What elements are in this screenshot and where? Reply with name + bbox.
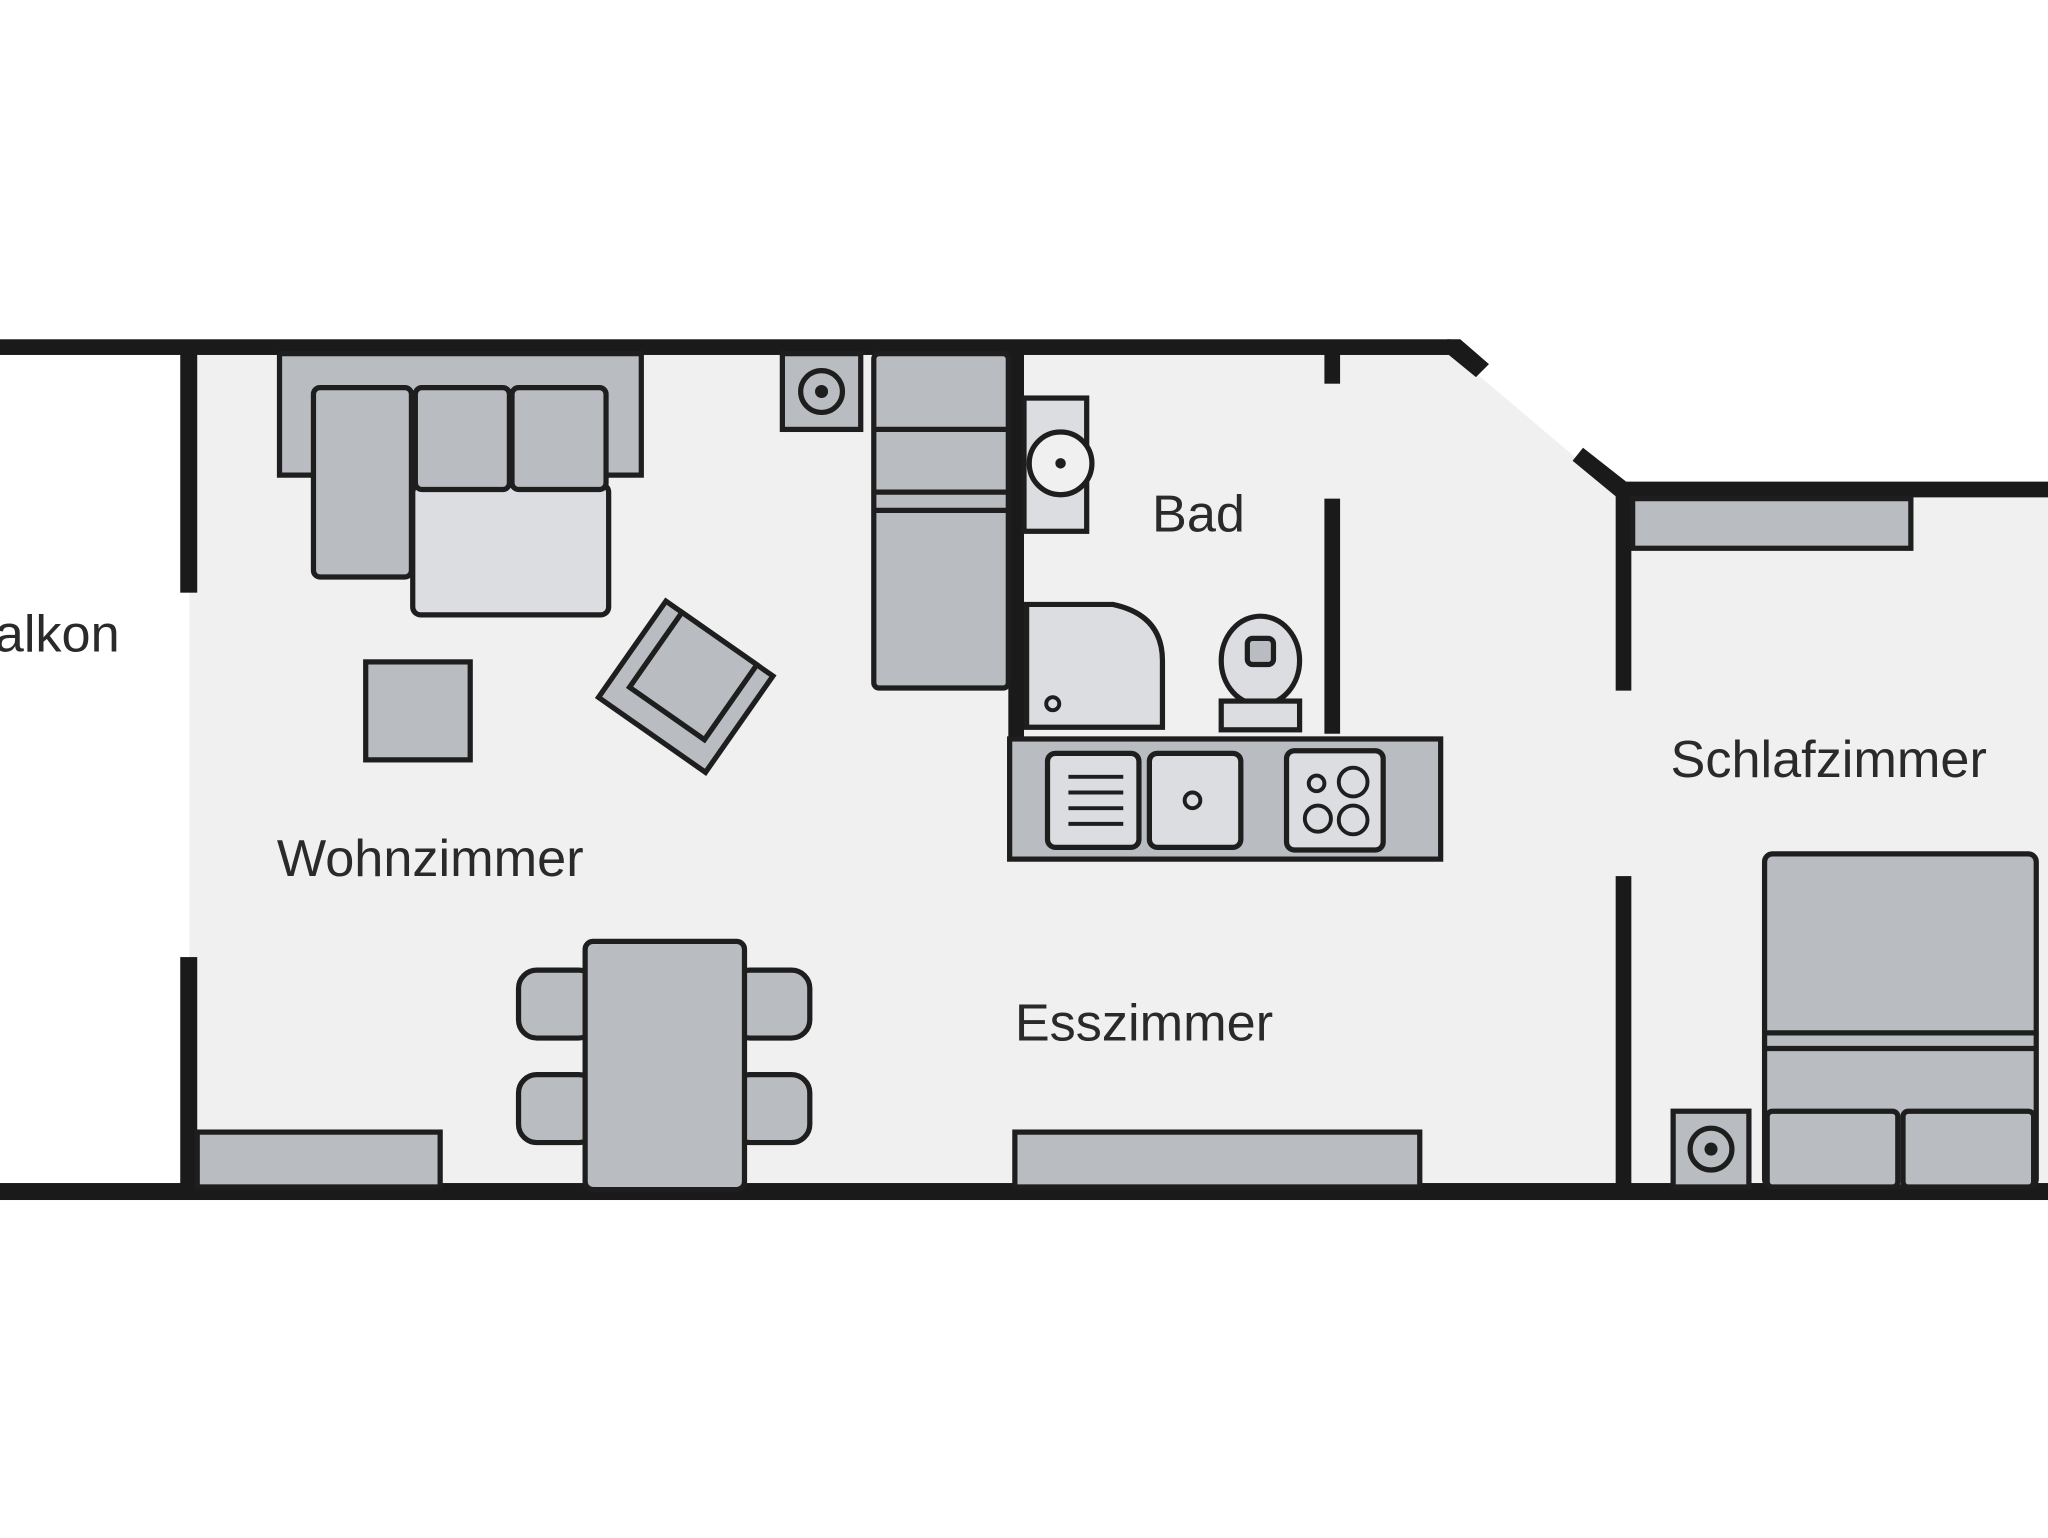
nightstand-speaker bbox=[1670, 1108, 1752, 1190]
room-label-esszimmer: Esszimmer bbox=[1015, 995, 1273, 1053]
dining-table bbox=[515, 938, 813, 1193]
room-label-schlafzimmer: Schlafzimmer bbox=[1671, 731, 1987, 789]
speaker bbox=[779, 351, 864, 433]
coffee-table bbox=[363, 659, 473, 763]
armchair bbox=[594, 597, 777, 776]
walls bbox=[0, 339, 2048, 1201]
sink bbox=[1021, 395, 1095, 534]
wardrobe bbox=[871, 351, 1011, 691]
bed bbox=[1761, 851, 2039, 1190]
sofa bbox=[276, 351, 644, 618]
room-label-bad: Bad bbox=[1152, 485, 1245, 543]
sideboard-dining bbox=[1012, 1129, 1423, 1190]
room-label-balkon: alkon bbox=[0, 605, 120, 663]
shower bbox=[1023, 601, 1166, 730]
room-label-wohnzimmer: Wohnzimmer bbox=[277, 830, 584, 888]
kitchen-counter bbox=[1007, 736, 1444, 862]
sideboard-left bbox=[194, 1129, 443, 1190]
shelf bbox=[1630, 496, 1914, 551]
toilet bbox=[1218, 613, 1303, 733]
